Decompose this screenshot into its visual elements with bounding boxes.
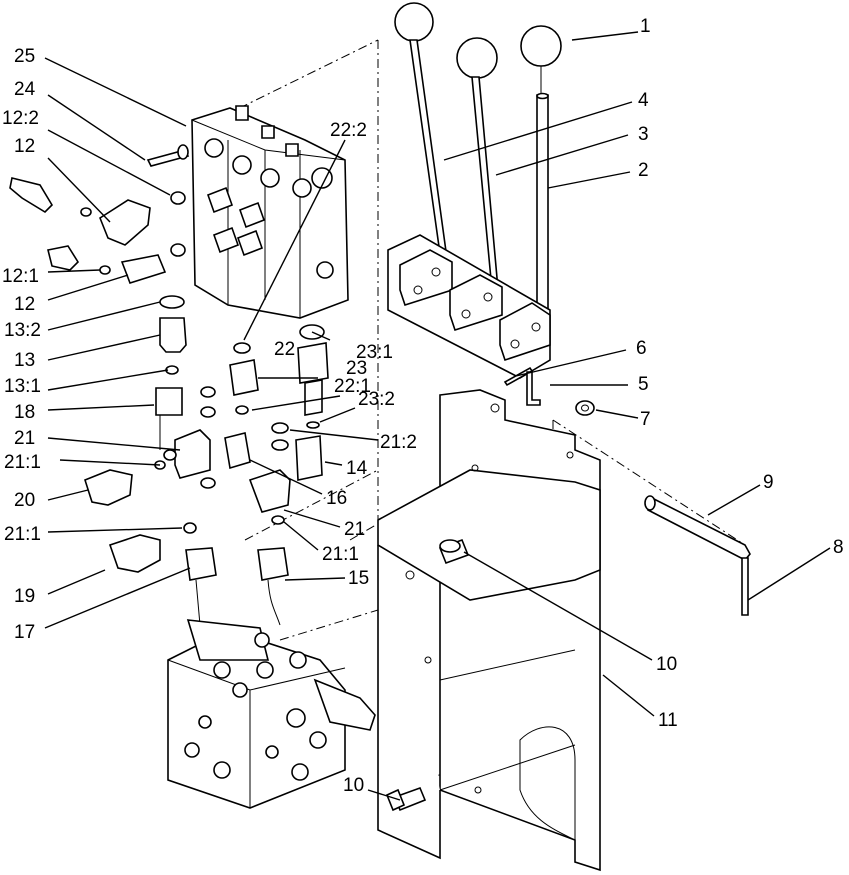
callout-12-1: 12:1: [2, 266, 39, 287]
lever-knob-1: [520, 25, 562, 67]
callout-6: 6: [636, 338, 647, 359]
callout-2: 2: [638, 160, 649, 181]
callout-19: 19: [14, 586, 35, 607]
control-valve: [191, 105, 349, 319]
callout-21-1-left: 21:1: [4, 452, 41, 473]
callout-labels: 1 2 3 4 5 6 7 8 9 10 10 11 12 12 12:1 12…: [2, 16, 844, 796]
callout-4: 4: [638, 90, 649, 111]
callout-1: 1: [640, 16, 651, 37]
lever-knob-4: [394, 2, 434, 42]
callout-12-2: 12:2: [2, 108, 39, 129]
callout-21-1-lower-left: 21:1: [4, 524, 41, 545]
callout-5: 5: [638, 374, 649, 395]
callout-9: 9: [763, 472, 774, 493]
callout-12-lower: 12: [14, 294, 35, 315]
callout-23-1: 23:1: [356, 342, 393, 363]
manifold-block: [167, 619, 376, 809]
callout-22: 22: [274, 339, 295, 360]
callout-3: 3: [638, 124, 649, 145]
hydraulic-fittings: [9, 144, 329, 626]
callout-23-2: 23:2: [358, 389, 395, 410]
callout-17: 17: [14, 622, 35, 643]
callout-13-1: 13:1: [4, 376, 41, 397]
control-levers: [394, 2, 562, 311]
frame-plate: [377, 389, 601, 872]
callout-13: 13: [14, 350, 35, 371]
callout-21-2: 21:2: [380, 432, 417, 453]
callout-14: 14: [346, 458, 368, 479]
callout-10-lower: 10: [343, 775, 364, 796]
callout-10-upper: 10: [656, 654, 677, 675]
pins-and-fasteners: [385, 366, 751, 812]
callout-21-right: 21: [344, 519, 365, 540]
callout-15: 15: [348, 568, 369, 589]
callout-23: 23: [346, 358, 367, 379]
callout-21-left: 21: [14, 428, 35, 449]
callout-22-1: 22:1: [334, 376, 371, 397]
callout-11: 11: [658, 710, 678, 731]
callout-25: 25: [14, 46, 35, 67]
lever-knob-3: [456, 37, 498, 79]
leader-lines: [44, 31, 831, 801]
lever-mount-plate: [387, 234, 551, 379]
callout-7: 7: [640, 409, 651, 430]
callout-21-1-right: 21:1: [322, 544, 359, 565]
callout-16: 16: [326, 488, 347, 509]
callout-24: 24: [14, 79, 36, 100]
callout-13-2: 13:2: [4, 320, 41, 341]
callout-12-upper: 12: [14, 136, 35, 157]
callout-18: 18: [14, 402, 35, 423]
callout-8: 8: [833, 537, 844, 558]
callout-22-2: 22:2: [330, 120, 367, 141]
callout-20: 20: [14, 490, 35, 511]
